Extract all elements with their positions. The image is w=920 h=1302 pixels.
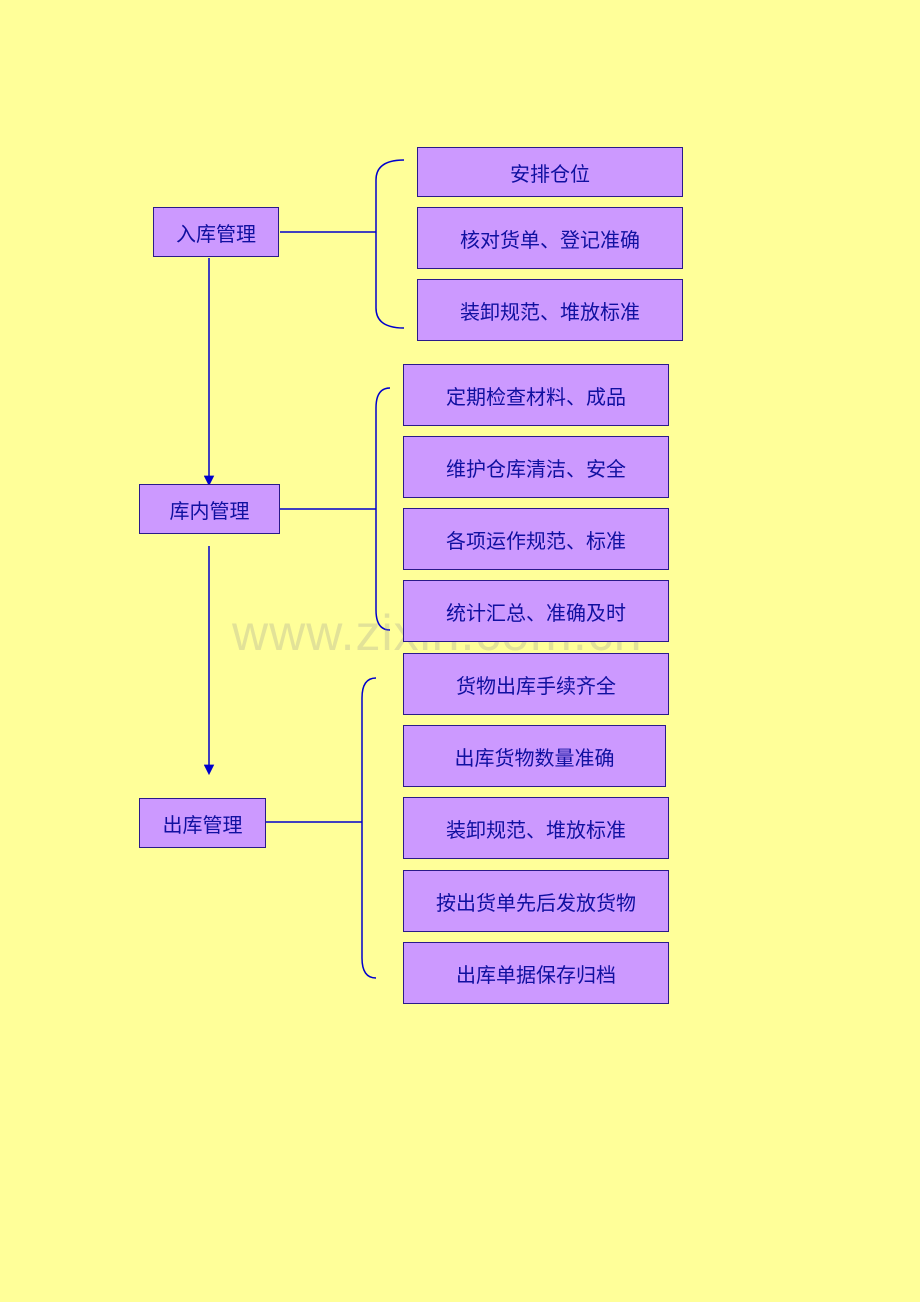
brace-inbound [375,159,405,329]
stage-storage: 库内管理 [139,484,280,534]
outbound-item: 货物出库手续齐全 [403,653,669,715]
storage-item: 统计汇总、准确及时 [403,580,669,642]
outbound-item: 装卸规范、堆放标准 [403,797,669,859]
stage-inbound: 入库管理 [153,207,279,257]
stage-outbound: 出库管理 [139,798,266,848]
inbound-item: 装卸规范、堆放标准 [417,279,683,341]
outbound-item: 出库单据保存归档 [403,942,669,1004]
outbound-item: 按出货单先后发放货物 [403,870,669,932]
brace-storage [375,387,391,631]
brace-outbound [361,677,377,979]
inbound-item: 核对货单、登记准确 [417,207,683,269]
inbound-item: 安排仓位 [417,147,683,197]
outbound-item: 出库货物数量准确 [403,725,666,787]
storage-item: 维护仓库清洁、安全 [403,436,669,498]
storage-item: 定期检查材料、成品 [403,364,669,426]
storage-item: 各项运作规范、标准 [403,508,669,570]
